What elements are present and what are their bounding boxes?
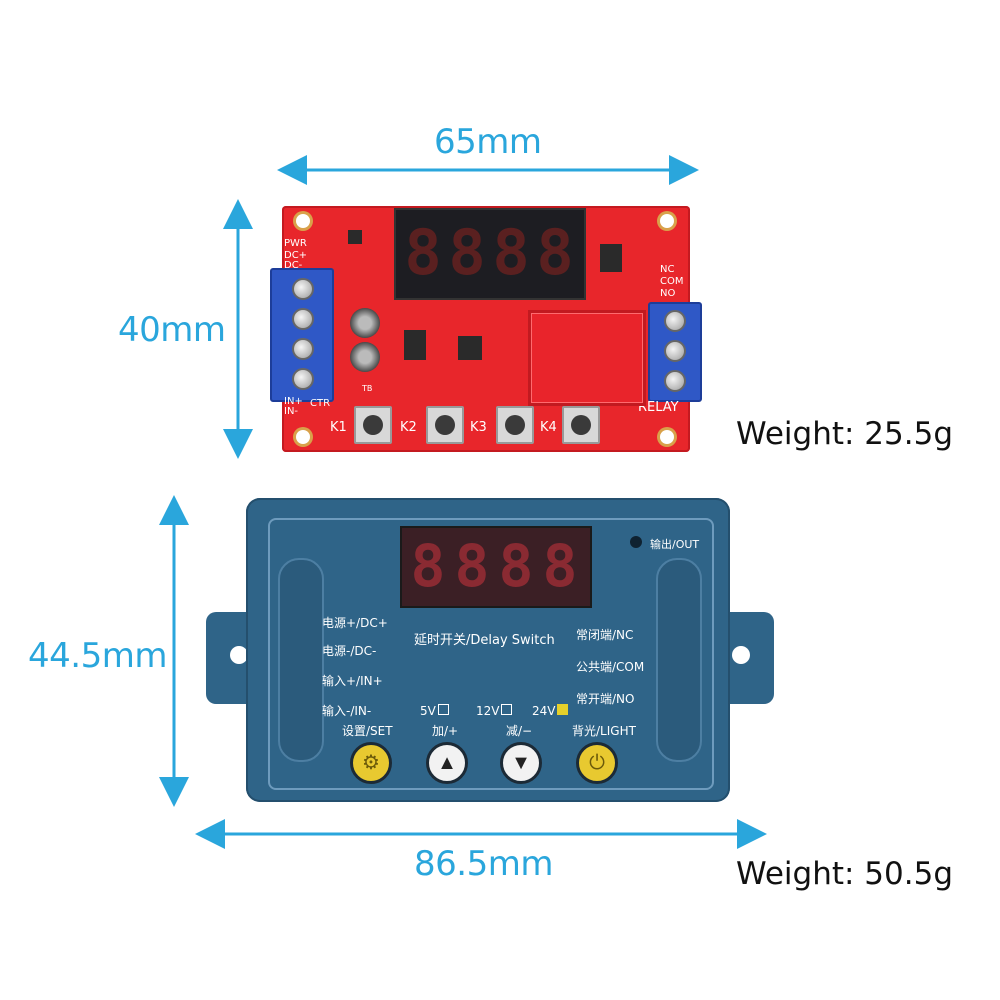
pcb-weight: Weight: 25.5g	[736, 416, 953, 452]
ctr-label: CTR	[310, 398, 331, 409]
k4-button[interactable]	[562, 406, 600, 444]
voltage-5v-indicator	[437, 704, 449, 715]
case-weight: Weight: 50.5g	[736, 856, 953, 892]
pcb-digit: 8	[492, 216, 530, 289]
pcb-height-label: 40mm	[118, 310, 226, 350]
product-title: 延时开关/Delay Switch	[414, 633, 555, 648]
in-minus-label: IN-	[284, 406, 299, 417]
case-display: 8 8 8 8	[400, 526, 592, 608]
case-width-label: 86.5mm	[414, 844, 553, 884]
pcb-digit: 8	[448, 216, 486, 289]
nc-label: NC	[660, 264, 675, 275]
pcb-width-label: 65mm	[434, 122, 542, 162]
side-slot-right	[656, 558, 702, 762]
optocoupler	[404, 330, 426, 360]
mount-hole	[296, 214, 310, 228]
ic-chip	[458, 336, 482, 360]
pcb-seven-segment-display: 8 8 8 8	[394, 208, 586, 300]
terminal-screw	[292, 338, 314, 360]
k3-button[interactable]	[496, 406, 534, 444]
k3-label: K3	[470, 420, 487, 435]
terminal-screw	[664, 340, 686, 362]
pcb-digit: 8	[536, 216, 574, 289]
down-arrow-icon: ▼	[511, 752, 531, 774]
k1-label: K1	[330, 420, 347, 435]
relay-terminal-block	[648, 302, 702, 402]
voltage-12v-label: 12V	[476, 704, 500, 718]
transistor	[348, 230, 362, 244]
voltage-5v-label: 5V	[420, 704, 436, 718]
side-slot-left	[278, 558, 324, 762]
dc-plus-label: DC+	[284, 250, 308, 261]
capacitor	[350, 342, 380, 372]
mount-hole	[660, 430, 674, 444]
power-icon: ⏻	[589, 752, 605, 774]
optocoupler	[600, 244, 622, 272]
pwr-minus-label: 电源-/DC-	[322, 644, 377, 658]
mount-hole	[230, 646, 248, 664]
terminal-screw	[664, 310, 686, 332]
k1-button[interactable]	[354, 406, 392, 444]
case-digit: 8	[498, 532, 534, 600]
voltage-12v: 12V	[476, 704, 513, 718]
case-height-label: 44.5mm	[28, 636, 167, 676]
input-terminal-block	[270, 268, 334, 402]
terminal-screw	[292, 308, 314, 330]
k4-label: K4	[540, 420, 557, 435]
light-label: 背光/LIGHT	[572, 724, 636, 738]
minus-button[interactable]: ▼	[500, 742, 542, 784]
set-button[interactable]: ⚙	[350, 742, 392, 784]
case-digit: 8	[542, 532, 578, 600]
plus-button[interactable]: ▲	[426, 742, 468, 784]
k2-button[interactable]	[426, 406, 464, 444]
voltage-24v: 24V	[532, 704, 569, 718]
mount-hole	[660, 214, 674, 228]
relay-component	[528, 310, 646, 406]
capacitor	[350, 308, 380, 338]
front-panel-border	[268, 518, 714, 790]
output-led	[630, 536, 642, 548]
pwr-label: PWR	[284, 238, 307, 249]
up-arrow-icon: ▲	[437, 752, 457, 774]
nc-label: 常闭端/NC	[576, 628, 634, 642]
in-plus-label: IN+	[284, 396, 303, 407]
no-label: NO	[660, 288, 676, 299]
in-plus-label: 输入+/IN+	[322, 674, 383, 688]
com-label: 公共端/COM	[576, 660, 645, 674]
light-button[interactable]: ⏻	[576, 742, 618, 784]
terminal-screw	[664, 370, 686, 392]
case-digit: 8	[410, 532, 446, 600]
pwr-plus-label: 电源+/DC+	[322, 616, 388, 630]
pcb-digit: 8	[404, 216, 442, 289]
voltage-12v-indicator	[501, 704, 513, 715]
mount-hole	[296, 430, 310, 444]
case-digit: 8	[454, 532, 490, 600]
in-minus-label: 输入-/IN-	[322, 704, 372, 718]
k2-label: K2	[400, 420, 417, 435]
gear-icon: ⚙	[362, 752, 380, 774]
relay-pcb: 8 8 8 8 PWR DC+ DC- IN+ IN- CTR NC COM N…	[270, 206, 702, 452]
terminal-screw	[292, 368, 314, 390]
no-label: 常开端/NO	[576, 692, 635, 706]
terminal-screw	[292, 278, 314, 300]
minus-label: 减/−	[506, 724, 533, 738]
com-label: COM	[660, 276, 684, 287]
voltage-24v-label: 24V	[532, 704, 556, 718]
dc-minus-label: DC-	[284, 260, 303, 271]
voltage-5v: 5V	[420, 704, 449, 718]
relay-label: RELAY	[638, 400, 679, 415]
set-label: 设置/SET	[342, 724, 393, 738]
voltage-24v-indicator	[557, 704, 569, 715]
mount-hole	[732, 646, 750, 664]
plus-label: 加/+	[432, 724, 459, 738]
out-label: 输出/OUT	[650, 538, 700, 551]
tb-label: TB	[362, 384, 373, 393]
